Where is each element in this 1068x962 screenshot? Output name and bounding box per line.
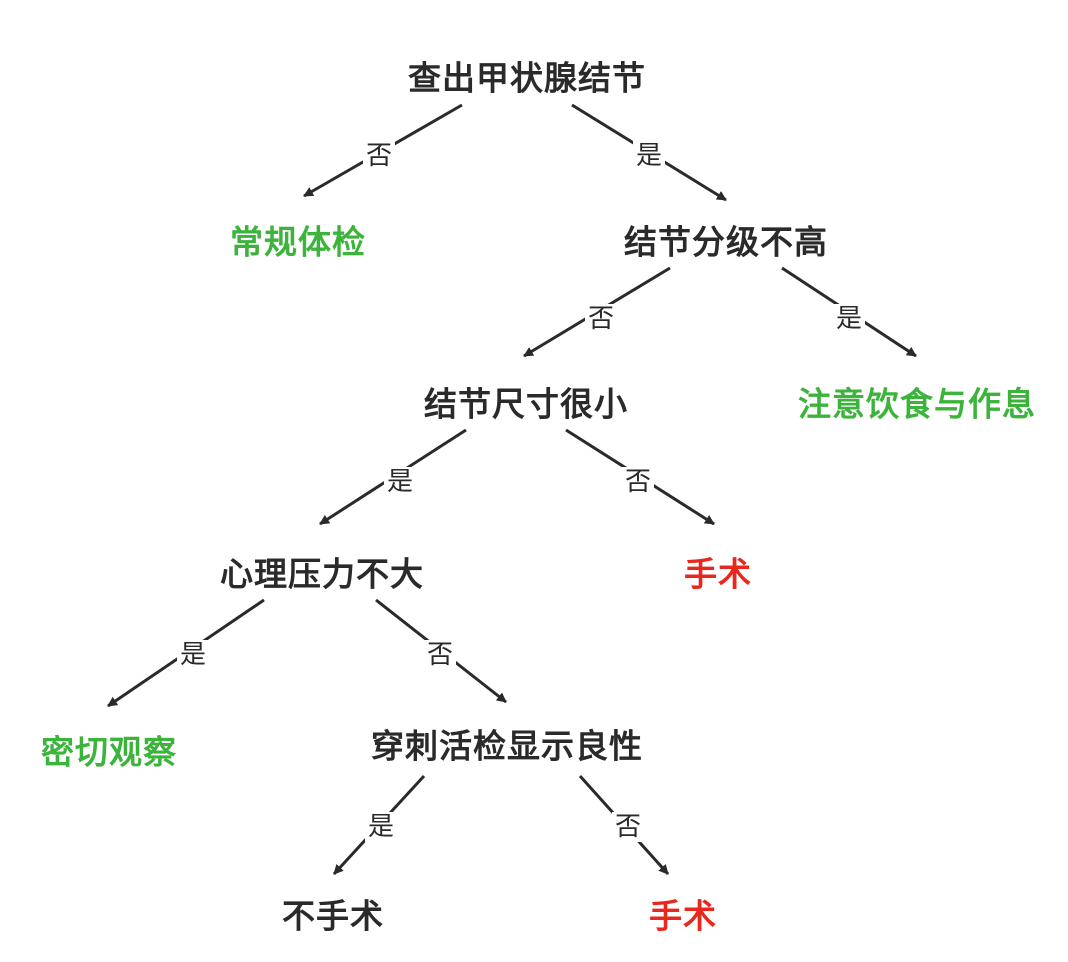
edge-label-biopsy-no: 否: [611, 812, 645, 842]
edge-label-size-yes: 是: [383, 467, 417, 497]
edge-label-root-no: 否: [362, 141, 396, 171]
node-grade-not-high: 结节分级不高: [624, 222, 828, 262]
edge-label-biopsy-yes: 是: [364, 812, 398, 842]
node-no-surgery: 不手术: [282, 896, 384, 936]
node-close-observation: 密切观察: [41, 732, 177, 772]
node-routine-exam: 常规体检: [230, 222, 366, 262]
node-diet-and-rest: 注意饮食与作息: [798, 384, 1036, 424]
node-surgery-2: 手术: [649, 896, 717, 936]
edge-label-grade-yes: 是: [832, 304, 866, 334]
edge-label-stress-no: 否: [423, 640, 457, 670]
edge-label-grade-no: 否: [584, 304, 618, 334]
node-thyroid-nodule-found: 查出甲状腺结节: [408, 58, 646, 98]
edge-label-stress-yes: 是: [176, 640, 210, 670]
node-size-small: 结节尺寸很小: [424, 384, 628, 424]
node-surgery-1: 手术: [684, 554, 752, 594]
node-stress-low: 心理压力不大: [220, 554, 424, 594]
node-biopsy-benign: 穿刺活检显示良性: [371, 726, 643, 766]
edge-label-size-no: 否: [621, 467, 655, 497]
edge-label-root-yes: 是: [632, 141, 666, 171]
